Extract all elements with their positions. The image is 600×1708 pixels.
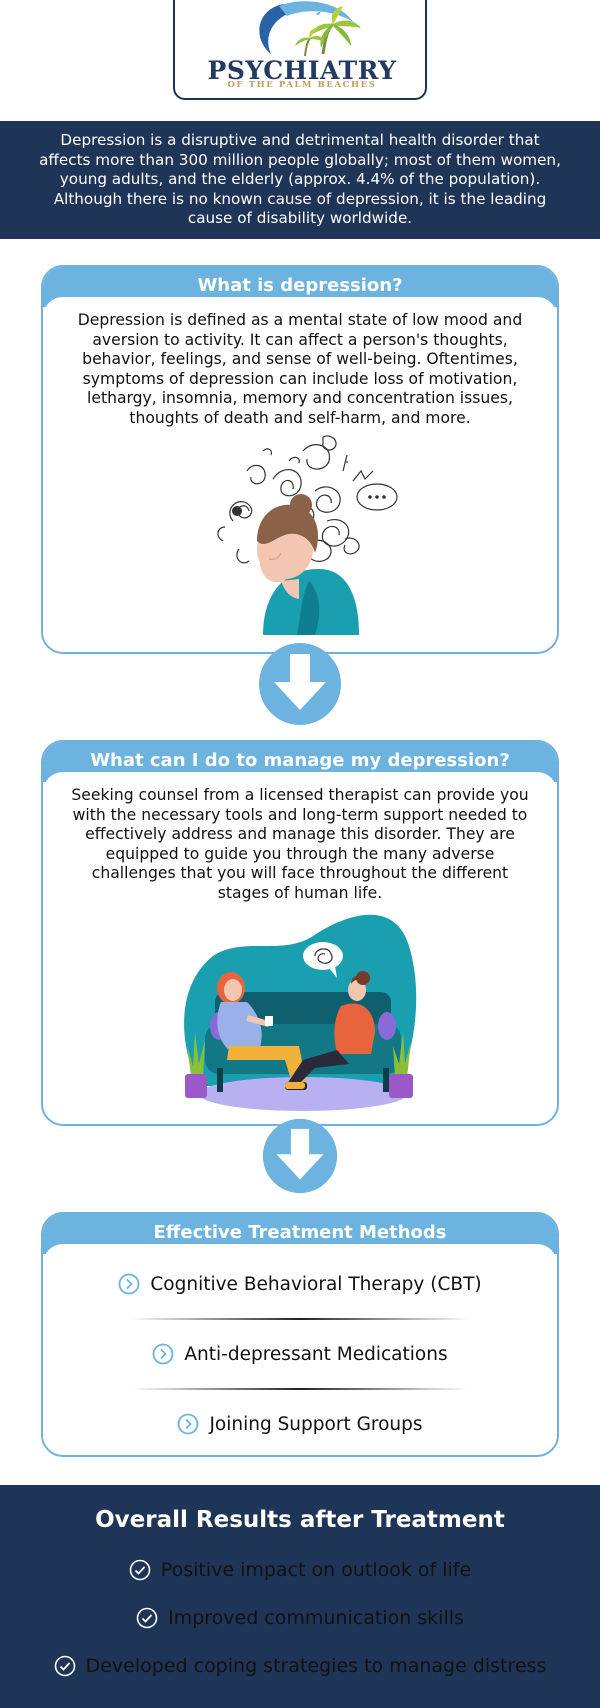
result-item: Developed coping strategies to manage di…	[0, 1652, 600, 1680]
logo-title: PSYCHIATRY	[207, 56, 397, 85]
palm-tree-logo-icon	[259, 1, 361, 57]
arrow-down-icon	[262, 1118, 338, 1194]
list-item-label: Joining Support Groups	[209, 1413, 423, 1435]
section-body: Seeking counsel from a licensed therapis…	[43, 772, 557, 903]
list-item-label: Anti-depressant Medications	[184, 1343, 448, 1365]
list-item-label: Cognitive Behavioral Therapy (CBT)	[150, 1273, 482, 1295]
result-item: Positive impact on outlook of life	[0, 1556, 600, 1584]
treatment-methods-card: Effective Treatment Methods Cognitive Be…	[41, 1212, 559, 1457]
divider	[131, 1388, 469, 1390]
logo[interactable]: PSYCHIATRY OF THE PALM BEACHES	[173, 0, 427, 100]
section-body: Depression is defined as a mental state …	[43, 297, 557, 428]
results-band: Overall Results after Treatment	[0, 1485, 600, 1708]
what-is-depression-card: What is depression? Depression is define…	[41, 265, 559, 654]
result-item-label: Developed coping strategies to manage di…	[85, 1655, 547, 1677]
section-text: Depression is defined as a mental state …	[77, 311, 523, 427]
check-circle-icon	[129, 1559, 151, 1581]
list-item: Joining Support Groups	[43, 1402, 557, 1446]
intro-band: Depression is a disruptive and detriment…	[0, 121, 600, 239]
divider	[131, 1318, 469, 1320]
check-circle-icon	[54, 1655, 75, 1677]
chevron-circle-icon	[153, 1343, 174, 1365]
result-item: Improved communication skills	[0, 1604, 600, 1632]
list-item: Anti-depressant Medications	[43, 1332, 557, 1376]
therapy-session-illustration-icon	[184, 914, 417, 1111]
chevron-circle-icon	[178, 1413, 199, 1435]
result-item-label: Improved communication skills	[168, 1607, 464, 1629]
check-circle-icon	[136, 1607, 158, 1629]
intro-text: Depression is a disruptive and detriment…	[39, 131, 561, 228]
list-item: Cognitive Behavioral Therapy (CBT)	[43, 1262, 557, 1306]
result-item-label: Positive impact on outlook of life	[160, 1559, 472, 1581]
manage-depression-card: What can I do to manage my depression? S…	[41, 740, 559, 1126]
results-title: Overall Results after Treatment	[95, 1507, 505, 1533]
logo-subtitle: OF THE PALM BEACHES	[227, 80, 377, 90]
section-text: Seeking counsel from a licensed therapis…	[71, 786, 529, 902]
treatment-list: Cognitive Behavioral Therapy (CBT) Anti-…	[43, 1244, 557, 1446]
chevron-circle-icon	[118, 1273, 140, 1295]
arrow-down-icon	[259, 643, 341, 725]
stressed-woman-illustration-icon	[217, 435, 398, 635]
